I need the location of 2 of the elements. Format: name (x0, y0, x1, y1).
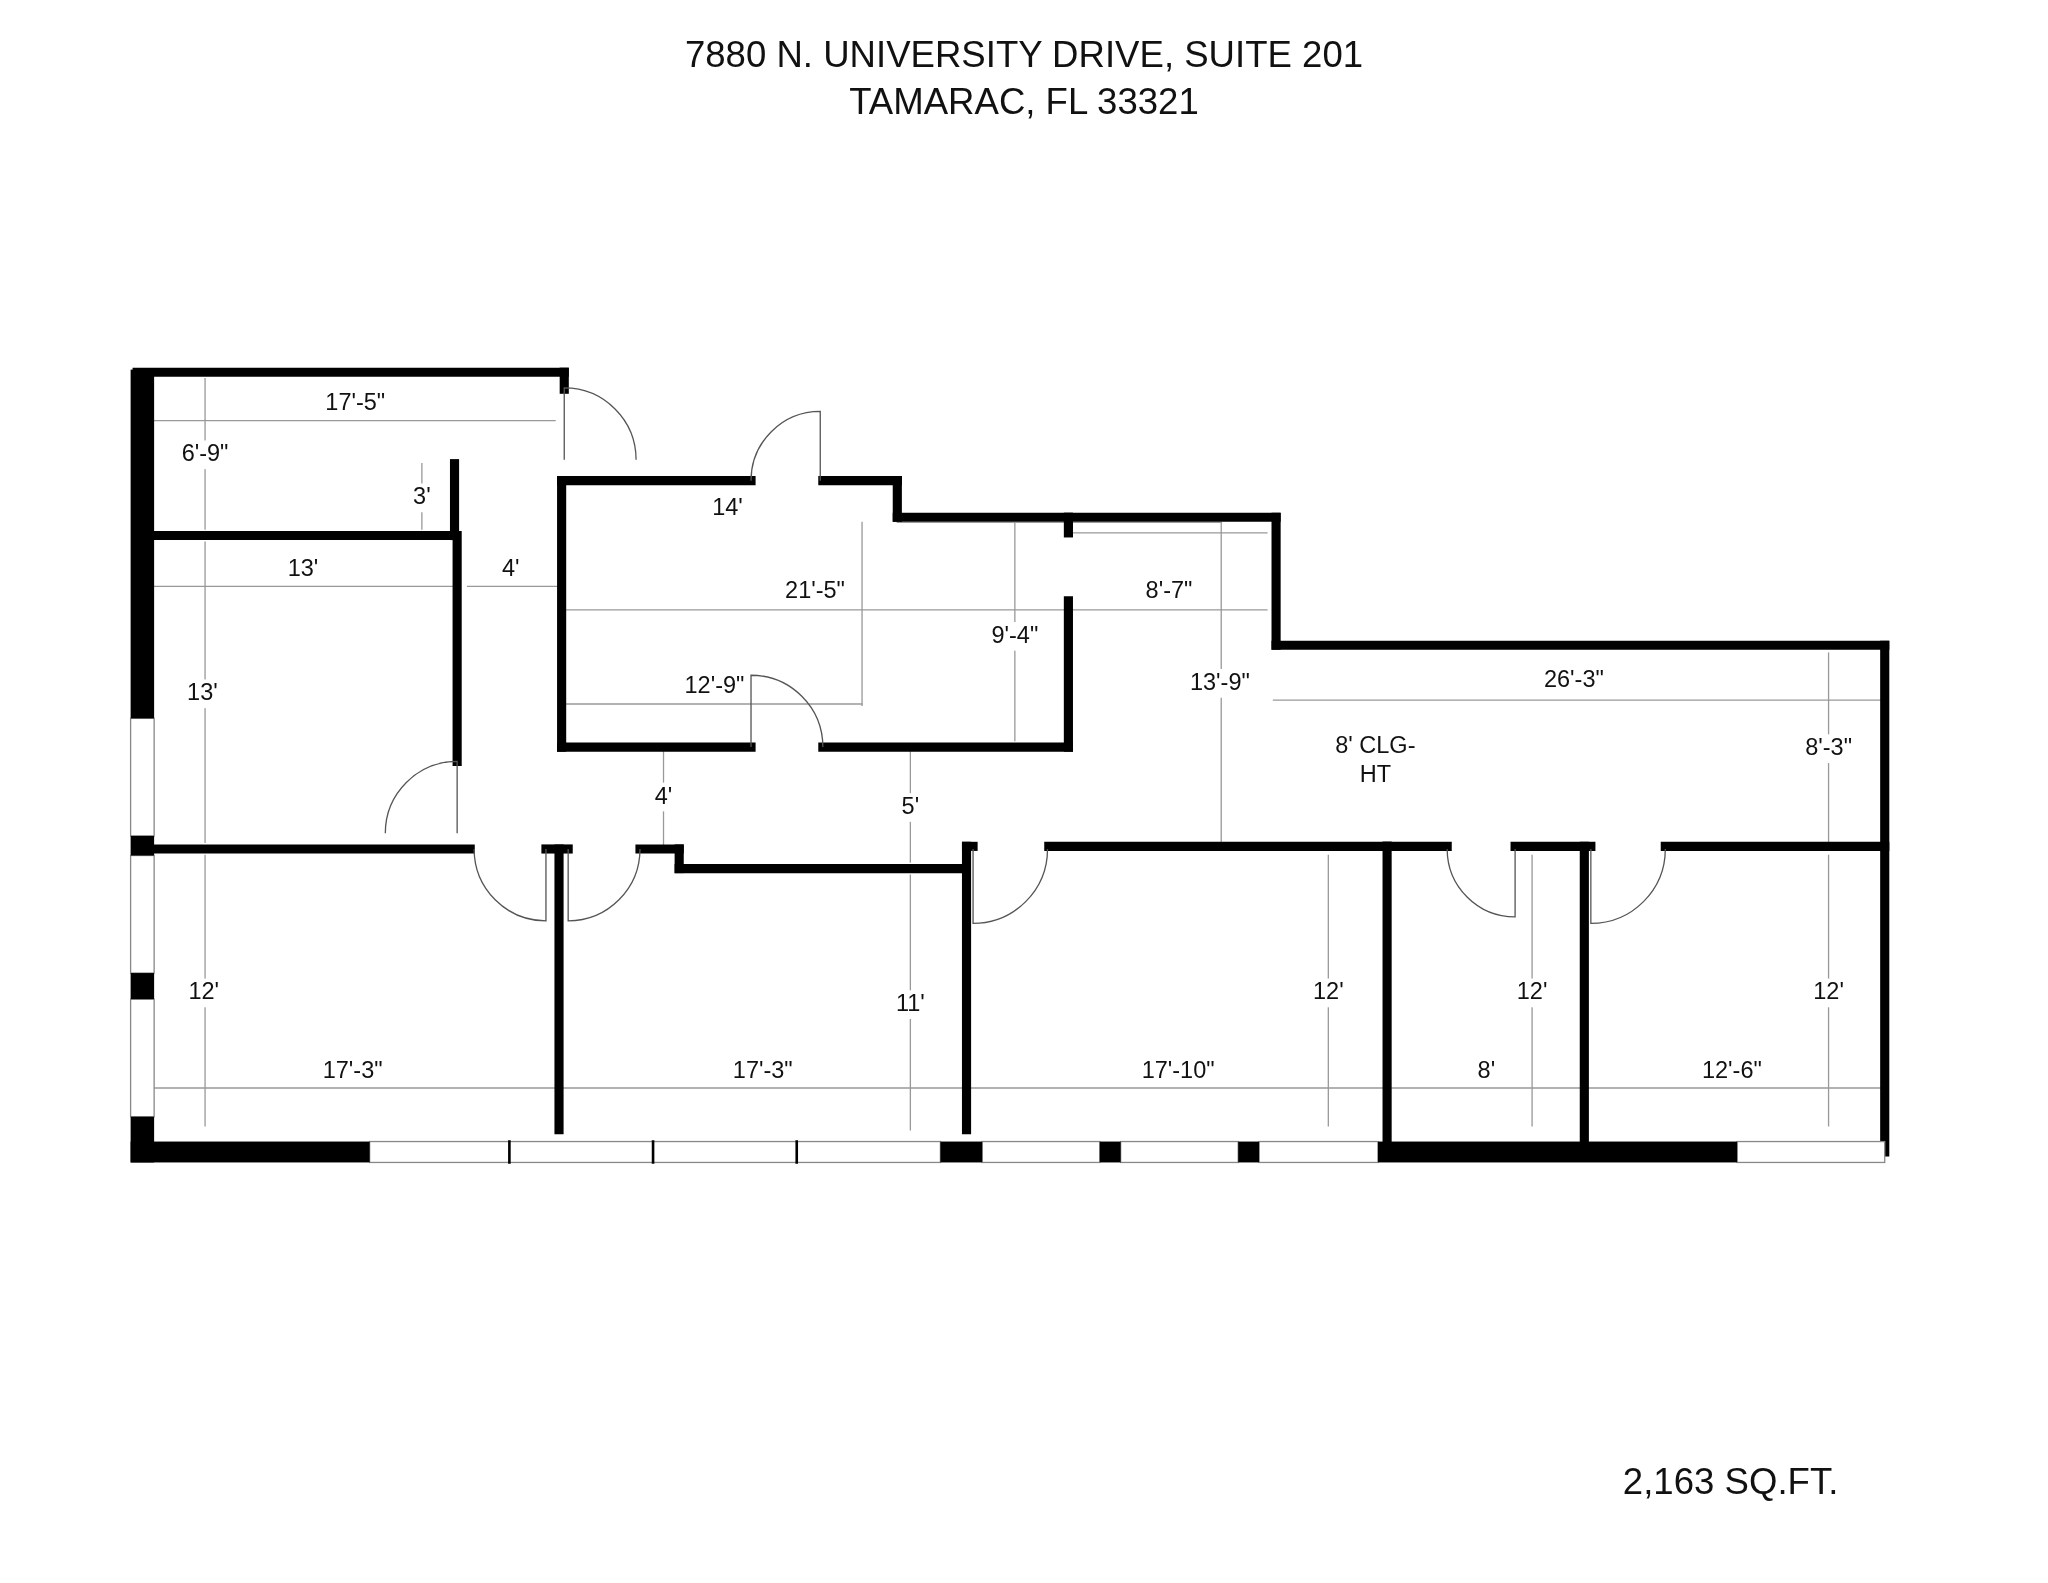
dimension-label: 4' (652, 782, 675, 811)
address-heading: 7880 N. UNIVERSITY DRIVE, SUITE 201 TAMARAC, FL 33321 (683, 32, 1365, 124)
